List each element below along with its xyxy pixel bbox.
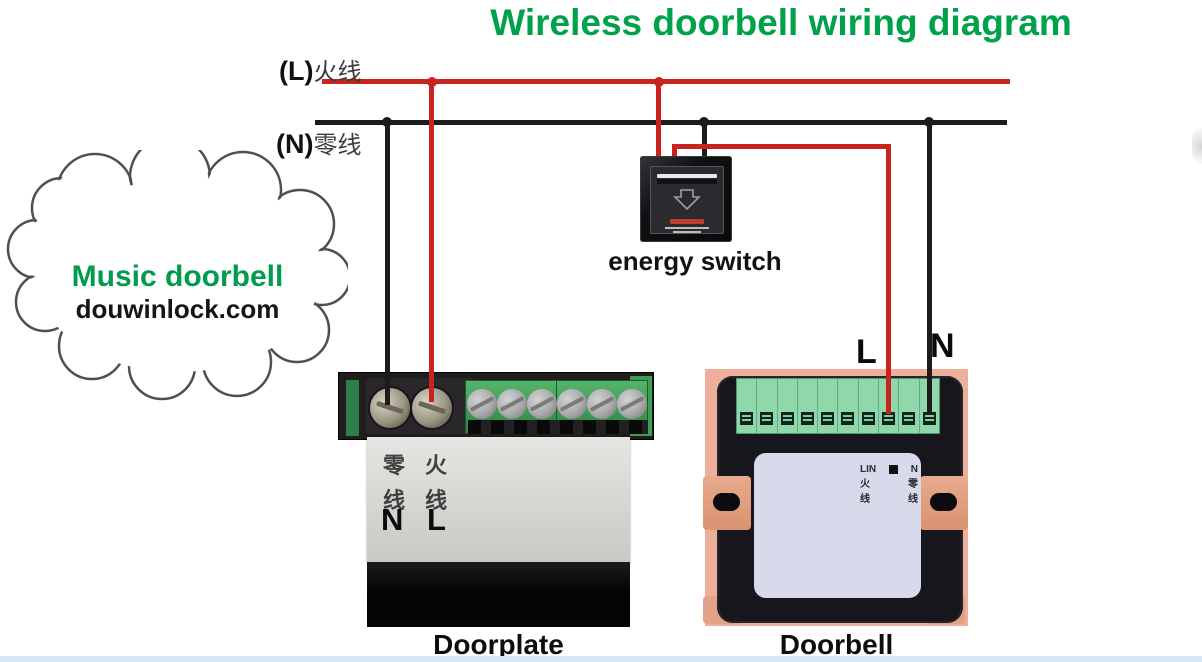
doorplate-neutral-cn: 零 [383,453,406,478]
doorbell-terminal-block [736,378,940,434]
neutral-screw-terminal [370,388,410,428]
terminal-screw [587,389,617,419]
neutral-wire-to-doorbell [927,120,932,412]
terminal-cell [757,379,778,433]
neutral-label-cn: 零线 [313,132,362,159]
terminal-cell [737,379,758,433]
switched-live-wire-to-doorbell [886,144,891,414]
panel-n-label: N [910,464,918,475]
junction-dot [427,77,437,87]
doorbell-mounting-ear [920,476,968,530]
terminal-cell [798,379,819,433]
terminal-screw [527,389,557,419]
terminal-cell [859,379,880,433]
terminal-cell [879,379,900,433]
switch-red-print [670,219,704,224]
edge-artifact [1192,128,1202,164]
live-wire-to-switch [656,79,661,169]
bottom-border-strip [0,656,1202,662]
arrow-down-icon [673,189,701,211]
switch-white-print [673,231,701,233]
doorplate-live-cn: 火 [425,453,448,478]
switch-white-print [665,227,709,229]
doorbell-panel-print: LIN N 火 零 线 线 [860,462,918,507]
panel-live-cn: 火 [860,479,870,490]
mounting-hole [713,493,740,511]
panel-square-mark [888,465,898,474]
energy-switch-device [640,156,732,242]
junction-dot [699,117,709,127]
doorbell-n-terminal-label: N [930,327,955,365]
terminal-cell [899,379,920,433]
card-slot [657,174,717,178]
terminal-screw [497,389,527,419]
doorbell-l-terminal-label: L [856,333,877,371]
terminal-cell [818,379,839,433]
doorplate-neutral-cn2: 线 [383,488,406,513]
terminal-screw [557,389,587,419]
doorplate-terminal-n-label: N [381,502,404,537]
doorplate-body [367,437,630,563]
live-wire-label: (L)火线 [279,52,361,87]
doorbell-caption: Doorbell [779,629,894,660]
doorplate-terminal-l-label: L [427,502,446,537]
doorplate-connector-holes [468,420,648,434]
panel-neutral-cn: 零 [908,479,918,490]
junction-dot [654,77,664,87]
brand-name: Music doorbell [71,260,284,293]
energy-switch-label: energy switch [608,246,782,276]
live-label-cn: 火线 [313,59,362,86]
doorplate-caption: Doorplate [433,629,564,660]
doorplate-live-cn2: 线 [425,488,448,513]
doorbell-mounting-ear [703,476,751,530]
brand-website: douwinlock.com [75,294,280,324]
terminal-screw [617,389,647,419]
junction-dot [924,117,934,127]
terminal-cell [778,379,798,433]
doorbell-front-panel [754,453,921,598]
doorplate-pcb-edge [346,380,359,436]
live-label-en: (L) [279,56,314,86]
doorplate-black-band [367,562,630,627]
card-slot-shadow [657,179,717,184]
neutral-wire-to-doorplate [385,120,390,405]
junction-dot [382,117,392,127]
terminal-cell [920,379,939,433]
live-wire-to-doorplate [429,79,434,402]
live-bus-wire [322,79,1010,84]
panel-neutral-cn2: 线 [908,494,918,505]
switched-live-wire-horizontal [672,144,891,149]
cloud-bubble [6,150,348,401]
panel-live-cn2: 线 [860,494,870,505]
terminal-cell [838,379,859,433]
energy-switch-card-slot-panel [650,166,724,234]
panel-lin-label: LIN [860,464,877,475]
mounting-hole [930,493,957,511]
neutral-wire-label: (N)零线 [276,125,361,160]
neutral-bus-wire [315,120,1007,125]
terminal-screw [467,389,497,419]
neutral-label-en: (N) [276,129,314,159]
page-title: Wireless doorbell wiring diagram [490,2,1072,43]
